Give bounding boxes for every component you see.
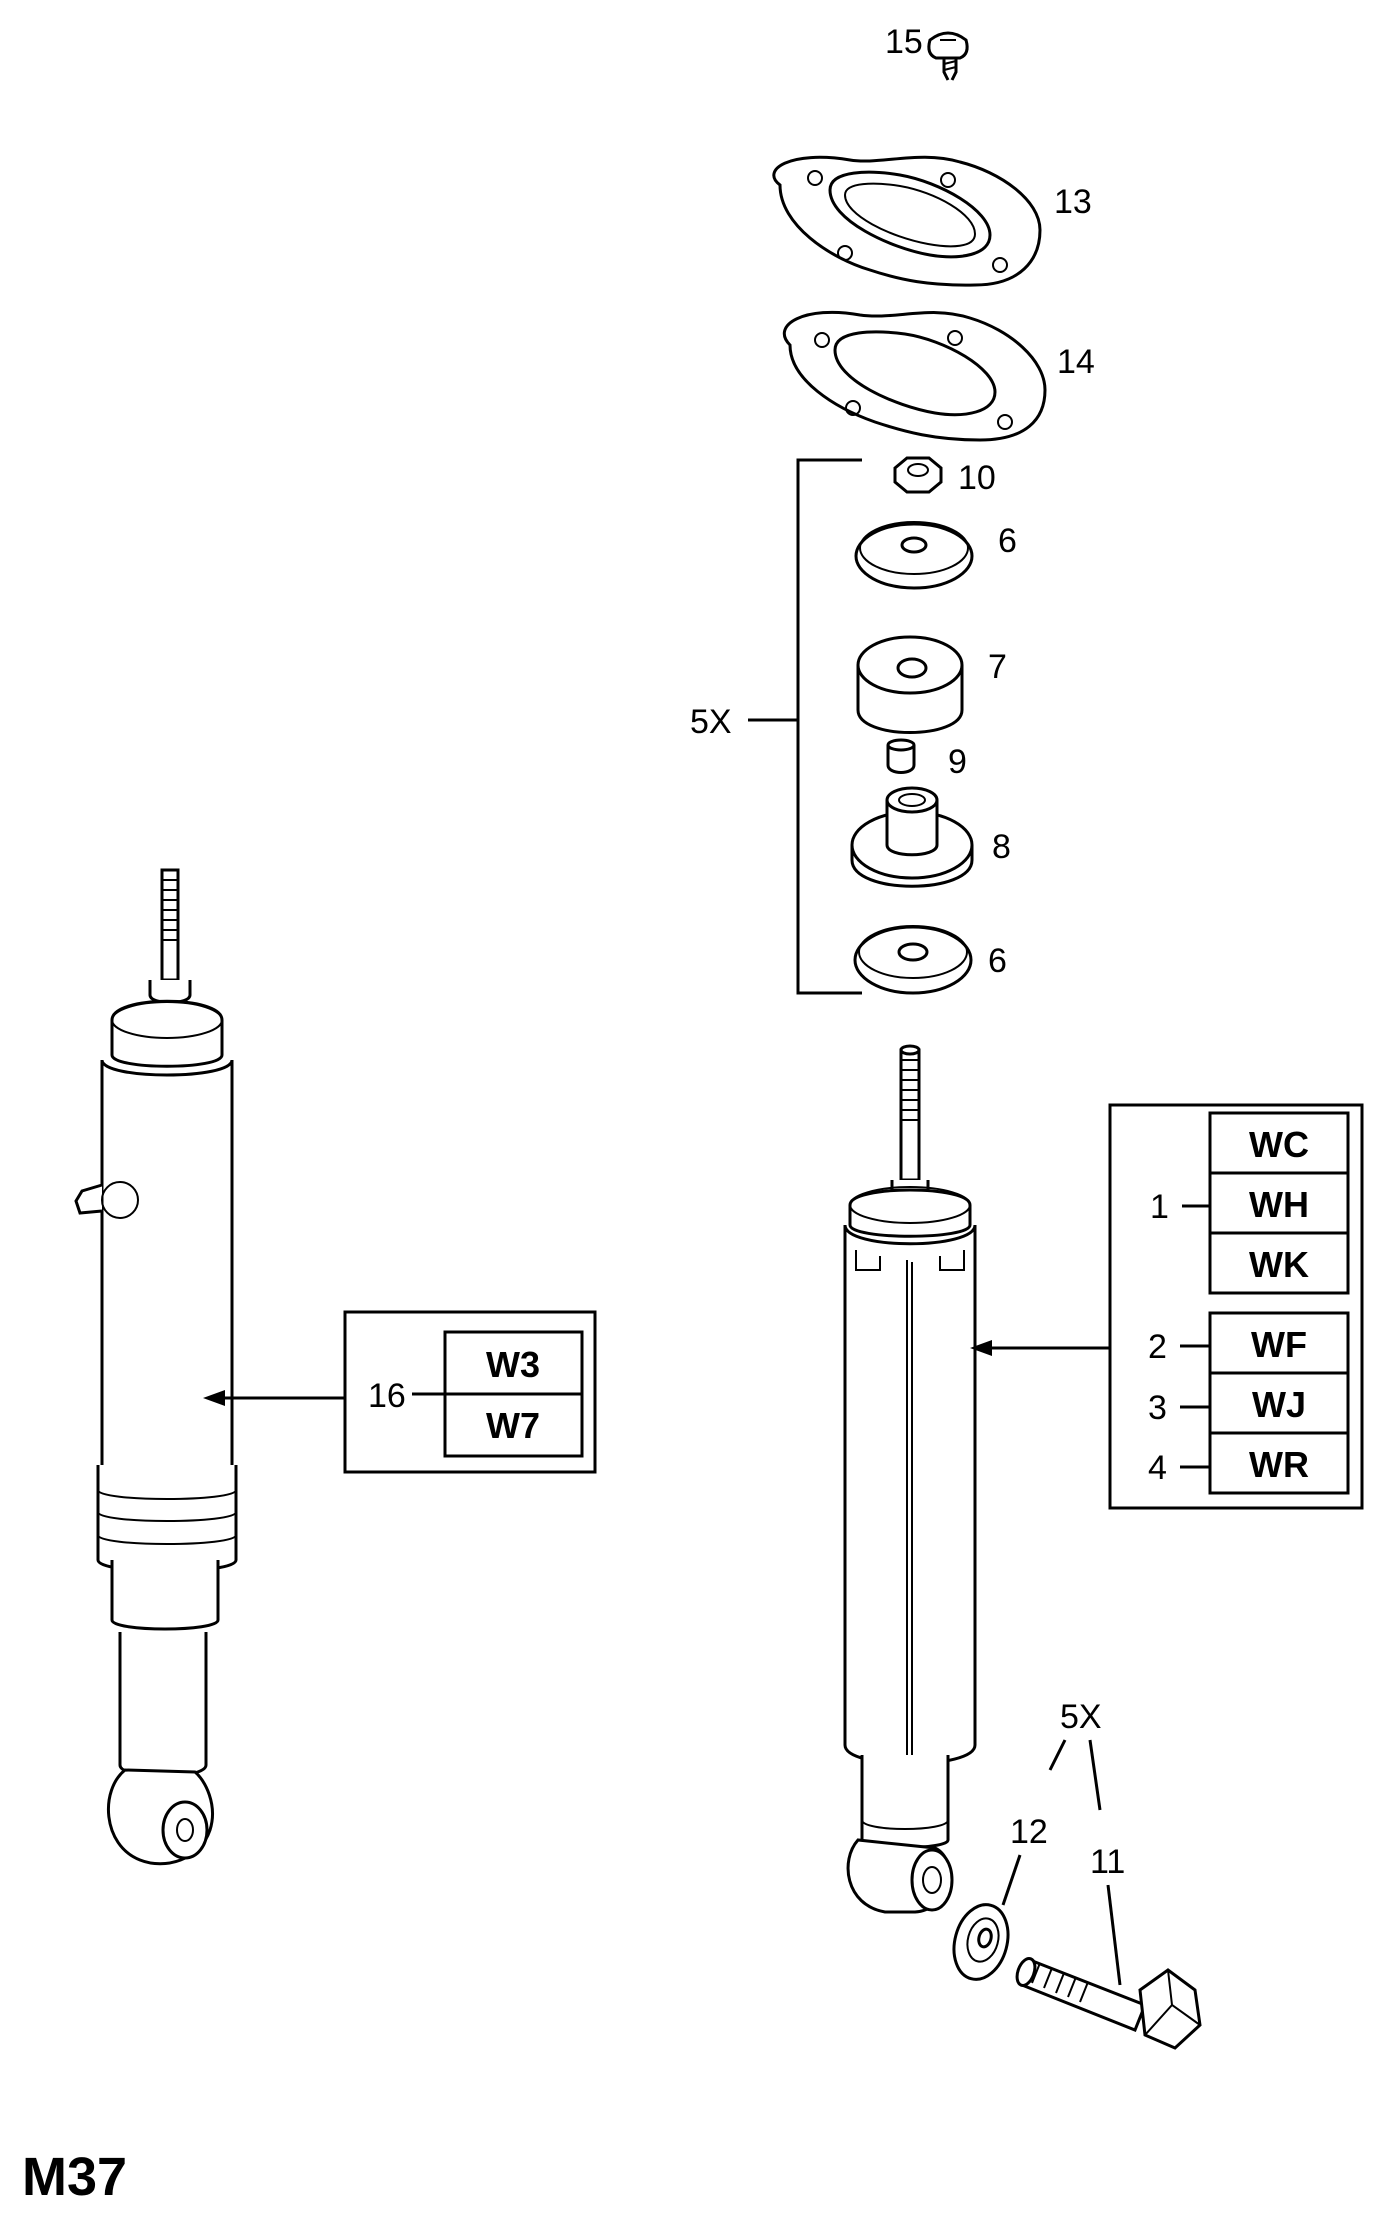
nut-part-10: [893, 456, 943, 494]
sleeve-part-9: [886, 738, 916, 774]
callout-1: 1: [1150, 1188, 1169, 1226]
washer-part-6-bottom: [853, 925, 973, 995]
callout-10: 10: [958, 459, 996, 497]
callout-5x-kit-top: 5X: [690, 703, 732, 741]
left-codes-box: [203, 1310, 597, 1474]
callout-14: 14: [1057, 343, 1095, 381]
callout-4: 4: [1148, 1449, 1167, 1487]
code-wh: WH: [1249, 1184, 1309, 1225]
callout-12: 12: [1010, 1813, 1048, 1851]
left-shock-absorber: [74, 868, 238, 1866]
callout-5x-kit-bottom: 5X: [1060, 1698, 1102, 1736]
callout-9: 9: [948, 743, 967, 781]
code-wc: WC: [1249, 1124, 1309, 1165]
screw-part-15: [927, 31, 969, 81]
right-shock-absorber: [843, 1044, 977, 1914]
callout-8: 8: [992, 828, 1011, 866]
bolt-part-11: [1015, 1957, 1202, 2050]
right-codes-box: [970, 1103, 1364, 1510]
bush-part-7: [856, 635, 964, 734]
bush-part-8: [850, 786, 974, 888]
leader-lines-5x-bottom: [1001, 1739, 1122, 1986]
code-wj: WJ: [1252, 1384, 1306, 1425]
washer-part-6-top: [854, 521, 974, 590]
callout-7: 7: [988, 648, 1007, 686]
callout-3: 3: [1148, 1389, 1167, 1427]
kit-bracket: [748, 458, 862, 995]
callout-11: 11: [1090, 1843, 1125, 1881]
gasket-part-14: [782, 310, 1047, 442]
code-wk: WK: [1249, 1244, 1309, 1285]
callout-16: 16: [368, 1377, 406, 1415]
code-w7: W7: [486, 1405, 540, 1446]
code-wf: WF: [1251, 1324, 1307, 1365]
code-wr: WR: [1249, 1444, 1309, 1485]
callout-6-bottom: 6: [988, 942, 1007, 980]
washer-part-12: [952, 1903, 1010, 1981]
callout-2: 2: [1148, 1328, 1167, 1366]
callout-6-top: 6: [998, 522, 1017, 560]
page-label: M37: [22, 2147, 127, 2207]
code-w3: W3: [486, 1344, 540, 1385]
gasket-part-13: [772, 155, 1042, 287]
callout-13: 13: [1054, 183, 1092, 221]
callout-15: 15: [885, 23, 923, 61]
